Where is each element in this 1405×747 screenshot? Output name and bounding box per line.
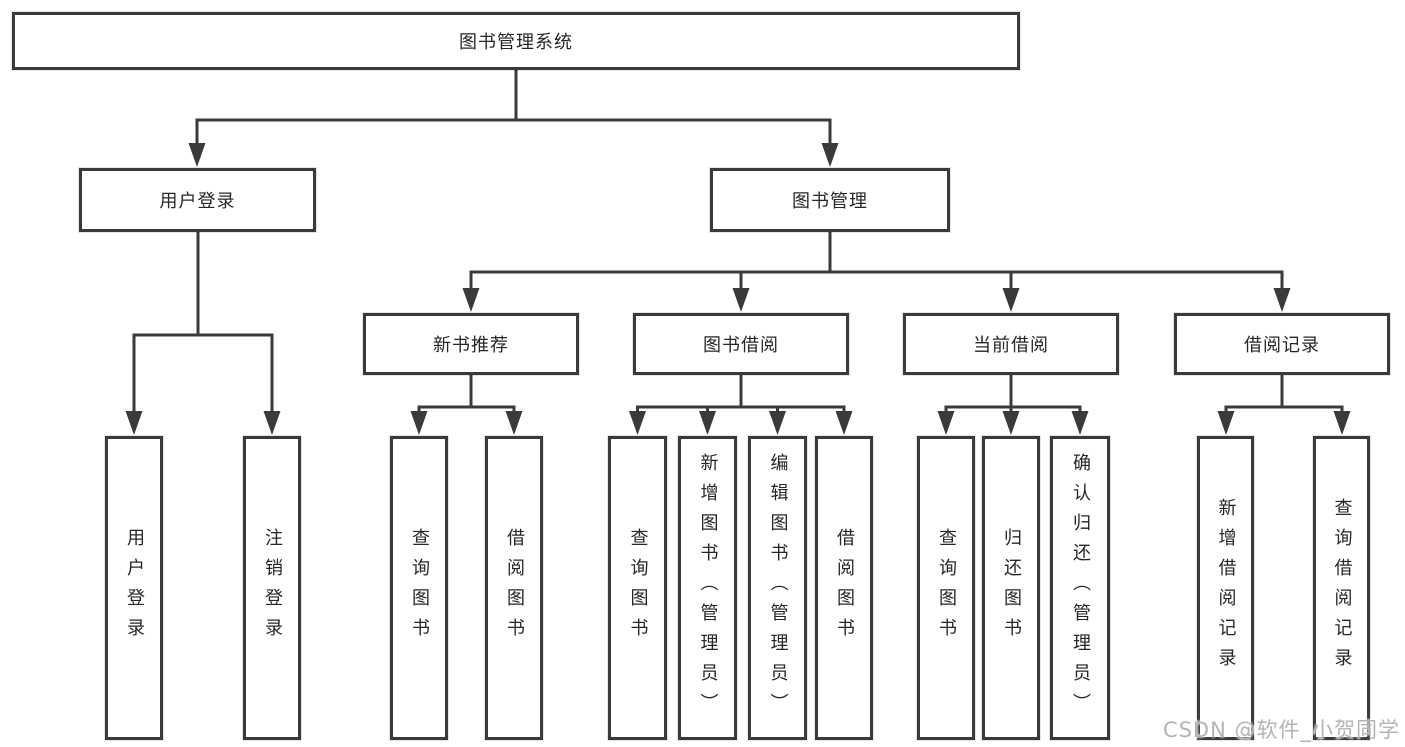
node-label: 归还图书 xyxy=(1001,528,1022,648)
node-borrowing-records: 借阅记录 xyxy=(1174,313,1390,375)
arrowhead-icon xyxy=(937,411,1089,435)
connector-bookborrow-to-leaves xyxy=(629,375,853,435)
connector-line xyxy=(944,375,1082,417)
node-label: 借阅图书 xyxy=(504,528,525,648)
node-user-login: 用户登录 xyxy=(79,168,316,232)
connector-line xyxy=(132,232,274,417)
node-book-borrowing: 图书借阅 xyxy=(633,313,849,375)
node-new-book-recommendation: 新书推荐 xyxy=(363,313,579,375)
node-rec-borrow-book: 借阅图书 xyxy=(485,436,543,740)
node-cb-confirm-return: 确认归还（管理员） xyxy=(1050,436,1110,740)
connector-newbookrec-to-leaves xyxy=(410,375,523,435)
connector-borrowrecord-to-leaves xyxy=(1217,375,1351,435)
node-label: 新增借阅记录 xyxy=(1215,498,1237,678)
connector-line xyxy=(1224,375,1344,417)
arrowhead-icon xyxy=(410,411,523,435)
node-label: 确认归还（管理员） xyxy=(1070,453,1091,723)
connector-line xyxy=(469,232,1284,294)
node-label: 借阅图书 xyxy=(834,528,855,648)
node-bb-borrow-book: 借阅图书 xyxy=(815,436,873,740)
node-current-borrowing: 当前借阅 xyxy=(903,313,1119,375)
connector-bookmgmt-to-level3 xyxy=(462,232,1291,312)
node-label: 当前借阅 xyxy=(973,335,1049,356)
node-label: 查询图书 xyxy=(627,528,649,648)
node-rec-query-book: 查询图书 xyxy=(390,436,448,740)
node-label: 查询图书 xyxy=(936,528,957,648)
node-label: 查询借阅记录 xyxy=(1331,498,1353,678)
node-label: 新增图书（管理员） xyxy=(697,453,719,723)
node-label: 用户登录 xyxy=(124,528,145,648)
node-label: 注销登录 xyxy=(262,528,283,648)
connector-line xyxy=(417,375,516,417)
node-br-add-record: 新增借阅记录 xyxy=(1197,436,1254,740)
node-br-query-record: 查询借阅记录 xyxy=(1313,436,1370,740)
node-leaf-user-login: 用户登录 xyxy=(105,436,163,740)
node-label: 借阅记录 xyxy=(1244,335,1320,356)
node-cb-query-book: 查询图书 xyxy=(917,436,975,740)
arrowhead-icon xyxy=(125,411,281,435)
node-leaf-logout: 注销登录 xyxy=(243,436,301,740)
node-root: 图书管理系统 xyxy=(12,12,1020,70)
arrowhead-icon xyxy=(462,288,1291,312)
connector-currentborrow-to-leaves xyxy=(937,375,1089,435)
node-bb-query-book: 查询图书 xyxy=(608,436,667,740)
connector-userlogin-to-leaves xyxy=(125,232,281,435)
arrowhead-icon xyxy=(1217,411,1351,435)
watermark: CSDN @软件_小贺同学 xyxy=(1162,718,1400,742)
arrowhead-icon xyxy=(188,143,839,167)
connector-line xyxy=(195,70,832,150)
connector-line xyxy=(636,375,846,417)
node-label: 编辑图书（管理员） xyxy=(767,453,789,723)
node-cb-return-book: 归还图书 xyxy=(982,436,1040,740)
connector-root-to-level2 xyxy=(188,70,839,167)
node-bb-edit-book: 编辑图书（管理员） xyxy=(748,436,807,740)
node-label: 图书管理 xyxy=(792,191,868,212)
node-label: 图书借阅 xyxy=(703,335,779,356)
node-label: 图书管理系统 xyxy=(459,32,573,53)
arrowhead-icon xyxy=(629,411,853,435)
node-label: 查询图书 xyxy=(409,528,430,648)
node-book-management: 图书管理 xyxy=(710,168,950,232)
node-label: 用户登录 xyxy=(159,191,236,212)
node-label: 新书推荐 xyxy=(433,335,509,356)
node-bb-add-book: 新增图书（管理员） xyxy=(678,436,737,740)
